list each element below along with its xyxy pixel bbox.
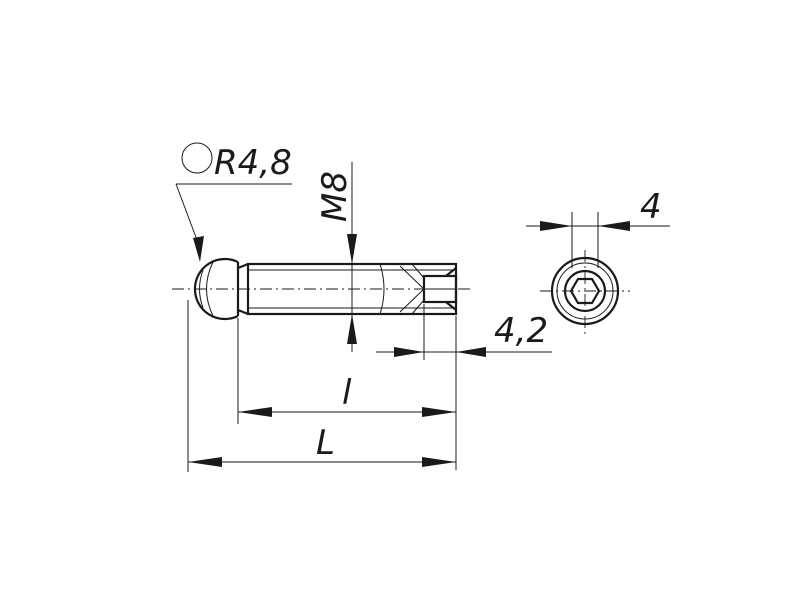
hex-size-dimension: 4 — [526, 187, 670, 268]
screw-end-view — [540, 250, 630, 335]
thread-dimension: M8 — [315, 162, 357, 352]
hex-icon — [569, 277, 601, 305]
total-length-label: L — [316, 423, 335, 463]
total-length-dimension: L — [187, 300, 456, 472]
sphere-symbol-icon — [181, 142, 213, 174]
thread-label: M8 — [315, 171, 355, 222]
hex-depth-dimension: 4,2 — [376, 304, 552, 360]
screw-side-view — [172, 257, 470, 321]
radius-dimension: R4,8 — [175, 142, 292, 262]
hex-size-label: 4 — [640, 187, 662, 227]
hex-depth-label: 4,2 — [494, 311, 548, 351]
thread-length-dimension: l — [237, 316, 457, 470]
thread-length-label: l — [342, 373, 352, 413]
radius-label: R4,8 — [214, 143, 292, 183]
